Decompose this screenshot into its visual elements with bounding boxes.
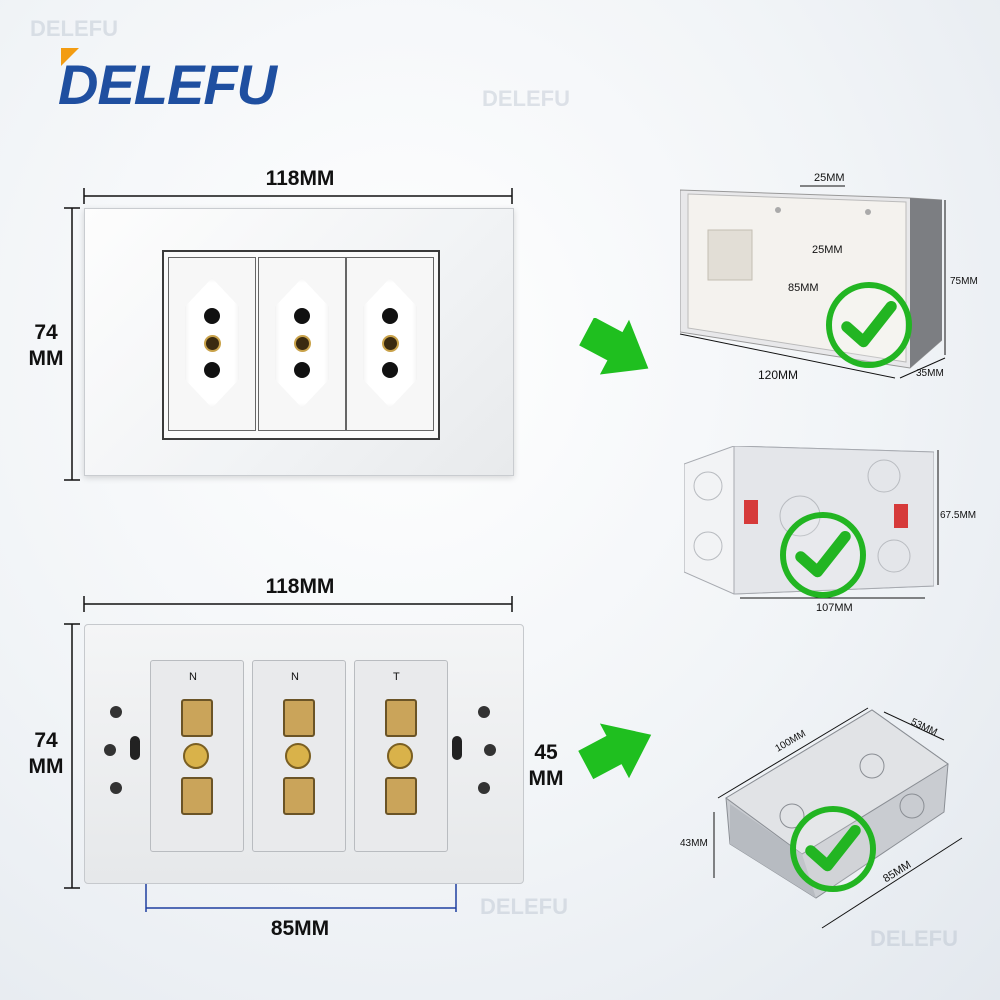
mount-hole [110,782,122,794]
back-height-value: 74 [34,729,58,752]
green-arrow-icon [578,718,658,780]
back-height-label: 74 MM [22,728,70,780]
back-height-unit: MM [28,755,64,778]
front-height-label: 74 MM [22,320,70,372]
socket-hole [204,308,220,324]
terminal-label: N [291,671,299,683]
terminal-module: N [150,660,244,852]
terminal-block [181,699,213,737]
terminal-module: N [252,660,346,852]
mount-hole [478,782,490,794]
front-height-unit: MM [28,347,64,370]
terminal-screw [183,743,209,769]
terminal-block [283,699,315,737]
check-mark-icon [780,512,866,598]
back-width-label: 118MM [265,575,335,598]
terminal-module: T [354,660,448,852]
mount-hole [104,744,116,756]
rect-depth-label: 35MM [916,368,944,379]
watermark: DELEFU [30,16,118,41]
socket-frame [162,250,440,440]
rect-length-label: 120MM [758,368,799,382]
green-arrow-icon [578,318,658,380]
socket-ground-hole [382,335,399,352]
socket-outlet [363,278,417,408]
terminal-screw [387,743,413,769]
inner-height-label: 45 MM [522,740,570,792]
metal-box [725,709,949,899]
front-height-value: 74 [34,321,58,344]
watermark: DELEFU [870,926,958,951]
rect-inner-slot-label: 25MM [812,244,843,256]
inner-height-value: 45 [534,741,558,764]
socket-module [346,257,434,431]
terminal-label: N [189,671,197,683]
screw-slot [452,736,462,760]
inner-height-unit: MM [528,767,564,790]
mount-hole [484,744,496,756]
terminal-block [283,777,315,815]
terminal-block [385,777,417,815]
watermark: DELEFU [482,86,570,111]
square-height-label: 67.5MM [940,510,977,521]
socket-ground-hole [204,335,221,352]
square-width-label: 107MM [816,602,853,614]
socket-hole [382,362,398,378]
terminal-label: T [393,671,400,683]
socket-outlet [185,278,239,408]
terminal-block [385,699,417,737]
socket-module [258,257,346,431]
rect-top-slot-label: 25MM [814,172,845,184]
check-mark-icon [790,806,876,892]
terminal-screw [285,743,311,769]
mount-hole [110,706,122,718]
socket-outlet [275,278,329,408]
brand-logo: DELEFU [58,52,277,117]
watermark: DELEFU [480,894,568,919]
socket-hole [204,362,220,378]
rect-inner-spacing-label: 85MM [788,282,819,294]
rect-height-label: 75MM [950,276,978,287]
socket-hole [294,308,310,324]
hole-spacing-label: 85MM [270,917,330,940]
socket-ground-hole [294,335,311,352]
check-mark-icon [826,282,912,368]
socket-module [168,257,256,431]
socket-hole [294,362,310,378]
mount-hole [478,706,490,718]
metal-height-label: 43MM [680,838,708,849]
socket-hole [382,308,398,324]
brand-logo-text: DELEFU [58,53,277,116]
front-width-label: 118MM [265,167,335,190]
screw-slot [130,736,140,760]
terminal-block [181,777,213,815]
